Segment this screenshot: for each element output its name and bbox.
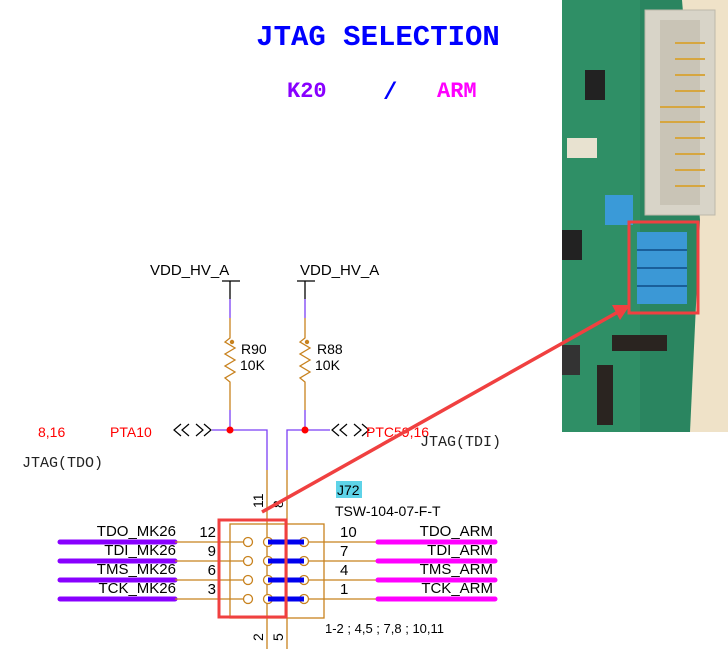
left-pin-number: 3 <box>208 581 216 598</box>
pcb-photo <box>562 0 728 432</box>
left-net-label: TDI_MK26 <box>104 542 176 559</box>
right-pin-number: 7 <box>340 543 348 560</box>
power-label-right: VDD_HV_A <box>300 262 379 279</box>
pin-2: 2 <box>250 633 266 641</box>
sheet-ref-left: 8,16 <box>38 424 65 440</box>
right-pin-number: 4 <box>340 562 348 579</box>
connector-pin <box>242 536 254 548</box>
connector-pin <box>242 555 254 567</box>
net-label-tdo: JTAG(TDO) <box>22 455 103 472</box>
bidirectional-port-icon-left <box>173 423 212 437</box>
subtitle-k20: K20 <box>287 79 327 104</box>
resistor-r90 <box>223 318 237 410</box>
subtitle-arm: ARM <box>437 79 477 104</box>
connector-ref-highlight <box>336 481 362 498</box>
subtitle-separator: / <box>383 80 397 107</box>
right-net-label: TDO_ARM <box>420 523 493 540</box>
pin-5: 5 <box>270 633 286 641</box>
connector-body <box>229 523 325 619</box>
power-label-left: VDD_HV_A <box>150 262 229 279</box>
right-pin-number: 1 <box>340 581 348 598</box>
right-net-label: TCK_ARM <box>421 580 493 597</box>
r88-ref: R88 <box>317 341 343 357</box>
r90-value: 10K <box>240 357 266 373</box>
connector-pin <box>242 593 254 605</box>
r88-value: 10K <box>315 357 341 373</box>
r90-ref: R90 <box>241 341 267 357</box>
connector-pin <box>242 574 254 586</box>
page-title: JTAG SELECTION <box>256 21 500 54</box>
callout-arrow <box>261 305 630 514</box>
net-label-tdi: JTAG(TDI) <box>420 434 501 451</box>
left-pin-number: 6 <box>208 562 216 579</box>
left-net-label: TDO_MK26 <box>97 523 176 540</box>
left-pin-number: 12 <box>199 524 216 541</box>
port-pta10: PTA10 <box>110 424 152 440</box>
bidirectional-port-icon-right <box>331 423 370 437</box>
left-net-label: TMS_MK26 <box>97 561 176 578</box>
resistor-r88 <box>298 318 312 410</box>
power-symbol-right <box>297 280 315 299</box>
jumper-note: 1-2 ; 4,5 ; 7,8 ; 10,11 <box>325 621 444 636</box>
connector-ref: J72 <box>337 482 360 498</box>
junction-dot <box>226 426 234 434</box>
schematic-highlight-box <box>217 518 288 619</box>
right-pin-number: 10 <box>340 524 357 541</box>
power-symbol-left <box>222 280 240 299</box>
junction-dot <box>301 426 309 434</box>
right-net-label: TDI_ARM <box>427 542 493 559</box>
left-net-label: TCK_MK26 <box>98 580 176 597</box>
right-net-label: TMS_ARM <box>420 561 493 578</box>
photo-highlight-box <box>627 220 700 315</box>
left-pin-number: 9 <box>208 543 216 560</box>
pin-11: 11 <box>250 493 266 508</box>
connector-part: TSW-104-07-F-T <box>335 503 441 519</box>
